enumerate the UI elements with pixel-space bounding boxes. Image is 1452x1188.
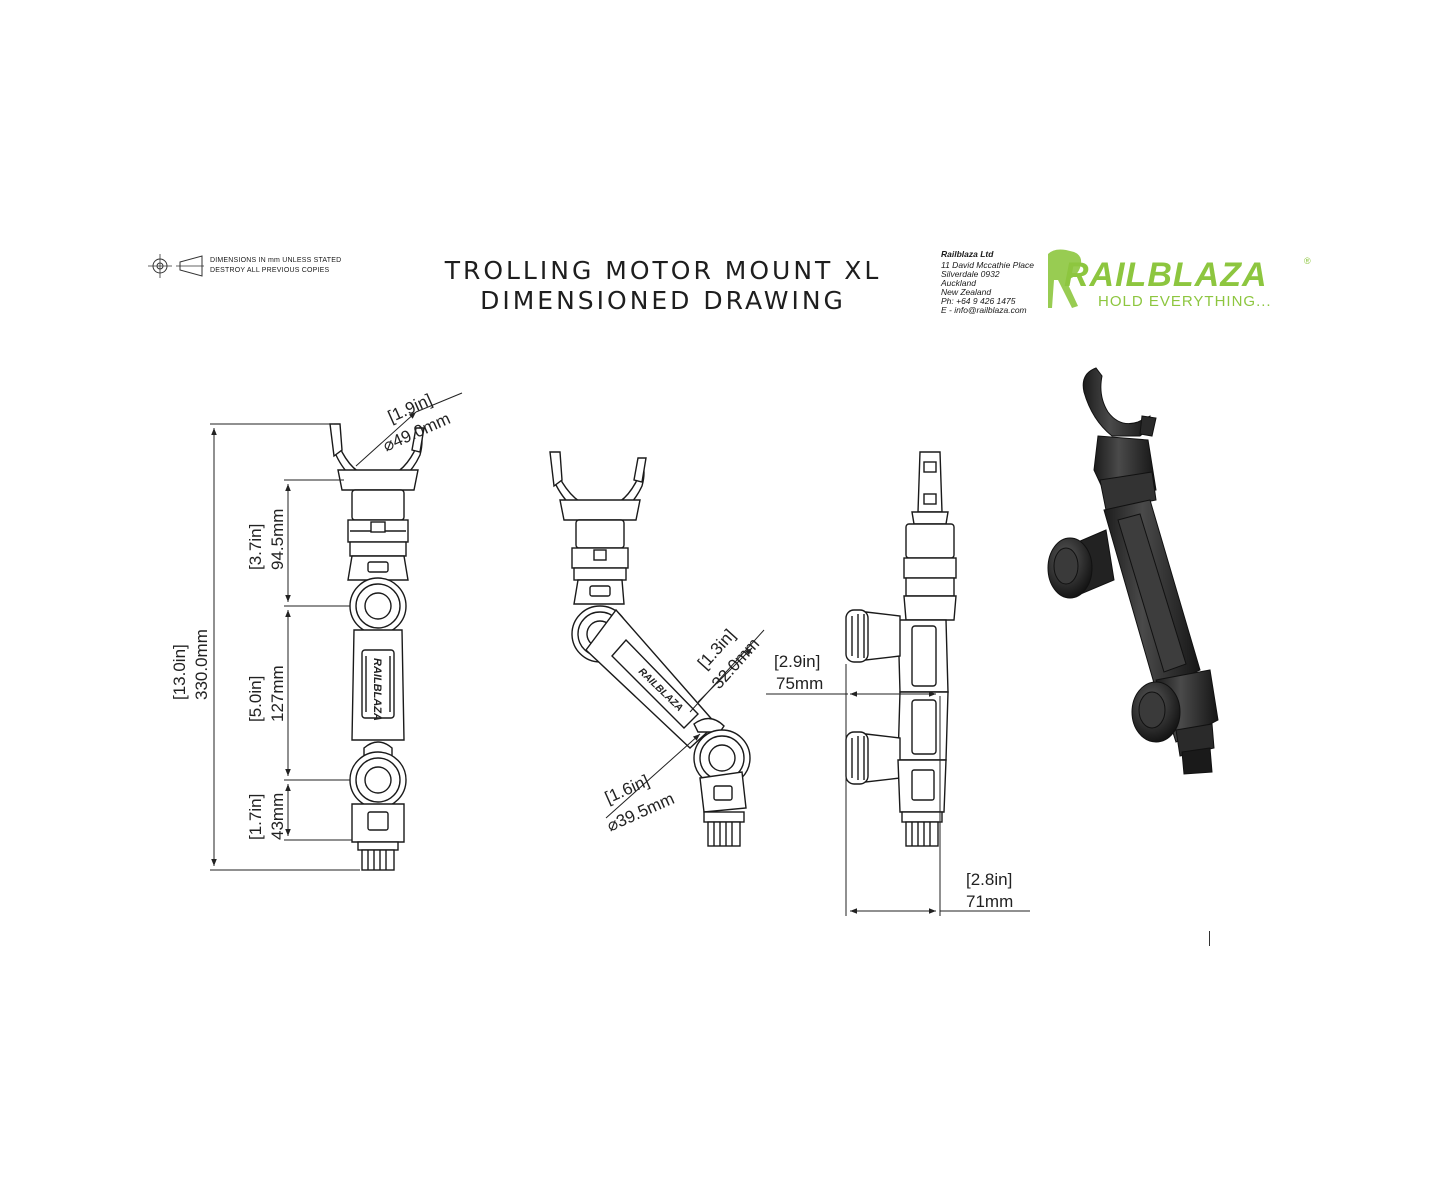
front-upper-dim-mm: 94.5mm <box>268 508 287 570</box>
angled-view: RAILBLAZA <box>549 451 751 847</box>
side-view-dimensions <box>766 664 1030 916</box>
front-total-dim-in: [13.0in] <box>170 644 189 700</box>
front-arm-label: RAILBLAZA <box>371 658 383 721</box>
company-address: Railblaza Ltd 11 David Mccathie Place Si… <box>941 250 1034 315</box>
note-units: DIMENSIONS IN mm UNLESS STATED <box>210 257 342 264</box>
side-depth-dim-in: [2.8in] <box>966 870 1013 889</box>
text-cursor <box>1209 931 1210 946</box>
note-copies: DESTROY ALL PREVIOUS COPIES <box>210 267 330 274</box>
front-upper-dim-in: [3.7in] <box>246 523 265 570</box>
address-phone: Ph: +64 9 426 1475 <box>941 296 1016 306</box>
address-line: 11 David Mccathie Place <box>941 260 1034 270</box>
address-line: Auckland <box>941 278 976 288</box>
front-view-dimensions <box>210 392 463 871</box>
side-depth-dim-mm: 71mm <box>966 892 1014 911</box>
address-line: Silverdale 0932 <box>941 269 1000 279</box>
address-line: New Zealand <box>941 287 992 297</box>
logo-registered: ® <box>1304 256 1311 266</box>
drawing-title: TROLLING MOTOR MOUNT XL DIMENSIONED DRAW… <box>400 256 926 316</box>
side-view <box>845 451 957 847</box>
logo-wordmark: RAILBLAZA <box>1064 256 1268 294</box>
front-middle-dim-mm: 127mm <box>268 665 287 722</box>
front-total-dim-mm: 330.0mm <box>192 629 211 700</box>
title-line-1: TROLLING MOTOR MOUNT XL <box>444 256 882 285</box>
company-name: Railblaza Ltd <box>941 249 994 259</box>
side-knob-dim-in: [2.9in] <box>774 652 821 671</box>
third-angle-projection-icon <box>148 254 204 278</box>
logo-tagline: HOLD EVERYTHING... <box>1098 293 1272 310</box>
front-lower-dim-in: [1.7in] <box>246 793 265 840</box>
front-middle-dim-in: [5.0in] <box>246 675 265 722</box>
side-knob-dim-mm: 75mm <box>776 674 824 693</box>
front-view: RAILBLAZA <box>329 423 425 871</box>
address-email: E - info@railblaza.com <box>941 305 1027 315</box>
title-line-2: DIMENSIONED DRAWING <box>480 286 846 315</box>
angled-view-dimensions <box>605 629 765 819</box>
railblaza-logo: RAILBLAZA ® HOLD EVERYTHING... <box>1048 249 1311 310</box>
drawing-notes: DIMENSIONS IN mm UNLESS STATED DESTROY A… <box>210 256 341 276</box>
front-lower-dim-mm: 43mm <box>268 792 287 840</box>
3d-render-icon <box>1047 367 1219 775</box>
